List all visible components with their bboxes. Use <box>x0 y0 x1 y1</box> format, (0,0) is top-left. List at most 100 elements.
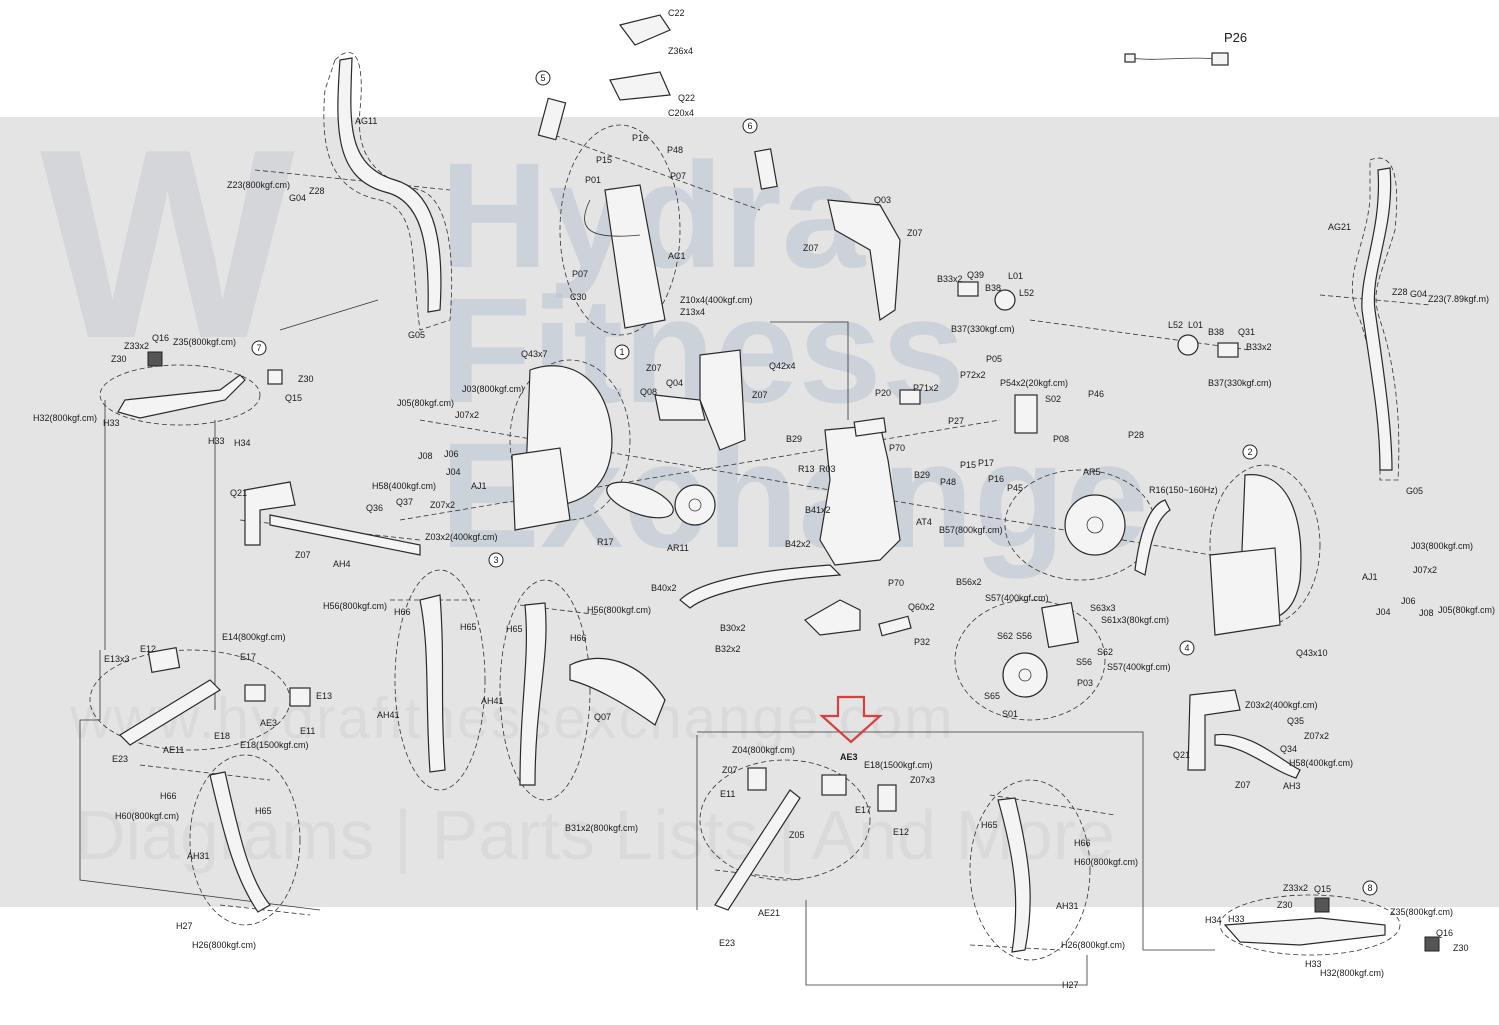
part-label-h33ra: H33 <box>1228 914 1245 924</box>
part-label-c30: C30 <box>570 292 587 302</box>
part-label-j05r: J05(80kgf.cm) <box>1438 605 1495 615</box>
part-label-p70a: P70 <box>889 443 905 453</box>
part-label-z07r2: Z07 <box>1235 780 1251 790</box>
part-label-j04r: J04 <box>1376 607 1391 617</box>
part-label-h65c: H65 <box>255 806 272 816</box>
arm-cover-q21-right <box>1187 689 1241 771</box>
rear-shroud-q07 <box>569 657 666 726</box>
part-label-ah3: AH3 <box>1283 781 1301 791</box>
leg-ah41-right <box>519 602 547 786</box>
hub-ae3-left <box>244 684 266 702</box>
part-label-q42: Q42x4 <box>769 361 796 371</box>
part-label-z35l: Z35(800kgf.cm) <box>173 337 236 347</box>
part-label-g05r: G05 <box>1406 486 1423 496</box>
part-label-r13: R13 <box>798 464 815 474</box>
console-q22 <box>609 71 671 101</box>
part-label-q31: Q31 <box>1238 327 1255 337</box>
handlebar-ag11 <box>337 57 442 313</box>
part-label-b38a: B38 <box>985 283 1001 293</box>
part-label-s62a: S62 <box>997 631 1013 641</box>
side-cover-4 <box>1209 547 1281 636</box>
hub-ae3-right <box>821 774 847 796</box>
magnet-bracket <box>1041 602 1079 648</box>
callout-circle <box>614 344 630 360</box>
part-label-b33b: B33x2 <box>1246 342 1272 352</box>
part-label-z07b: Z07 <box>907 228 923 238</box>
part-label-q34: Q34 <box>1280 744 1297 754</box>
callout-c7: 7 <box>251 340 267 356</box>
part-label-h33rb: H33 <box>1305 959 1322 969</box>
part-label-p15: P15 <box>596 155 612 165</box>
callout-c5: 5 <box>535 70 551 86</box>
part-label-h32r: H32(800kgf.cm) <box>1320 968 1384 978</box>
part-label-p54: P54x2(20kgf.cm) <box>1000 378 1068 388</box>
part-label-p15b: P15 <box>960 460 976 470</box>
part-label-z36: Z36x4 <box>668 46 693 56</box>
part-label-q43b: Q43x10 <box>1296 648 1328 658</box>
part-label-ac1: AC1 <box>668 251 686 261</box>
grip-right <box>754 148 778 190</box>
part-label-s63: S63x3 <box>1090 603 1116 613</box>
handlebar-ag21 <box>1361 167 1393 471</box>
part-label-l52a: L52 <box>1019 288 1034 298</box>
part-label-z30la: Z30 <box>111 354 127 364</box>
part-label-l01a: L01 <box>1008 271 1023 281</box>
callout-circle <box>742 118 758 134</box>
part-label-p72: P72x2 <box>960 370 986 380</box>
power-plug-p26 <box>1211 52 1229 66</box>
cover-e12-right <box>877 784 897 812</box>
part-label-l52b: L52 <box>1168 320 1183 330</box>
part-label-e18a: E18 <box>214 731 230 741</box>
callout-number: 7 <box>256 343 261 353</box>
part-label-ae21: AE21 <box>758 908 780 918</box>
wheel-l01-right <box>1177 334 1199 356</box>
part-label-z07g: Z07 <box>722 765 738 775</box>
part-label-q60: Q60x2 <box>908 602 935 612</box>
part-label-ae3b: AE3 <box>840 752 858 762</box>
part-label-z35r: Z35(800kgf.cm) <box>1390 907 1453 917</box>
belt-r16 <box>1134 499 1171 576</box>
part-label-b56: B56x2 <box>956 577 982 587</box>
part-label-j08r: J08 <box>1419 608 1434 618</box>
callout-circle <box>1179 640 1195 656</box>
part-label-h58r: H58(400kgf.cm) <box>1289 758 1353 768</box>
shroud-q04 <box>699 349 746 451</box>
part-label-b57l: B57(800kgf.cm) <box>939 525 1003 535</box>
part-label-z07x3: Z07x3 <box>910 775 935 785</box>
end-cap-q31 <box>1217 342 1239 358</box>
part-label-r03: R03 <box>819 464 836 474</box>
part-label-b37a: B37(330kgf.cm) <box>951 324 1015 334</box>
callout-number: 5 <box>540 73 545 83</box>
part-label-z07a: Z07 <box>803 243 819 253</box>
linkage-ae21 <box>714 789 801 911</box>
part-label-h27b: H27 <box>1062 980 1079 990</box>
linkage-ae11 <box>119 679 221 746</box>
part-label-z23l: Z23(800kgf.cm) <box>227 180 290 190</box>
part-label-z28r: Z28 <box>1392 287 1408 297</box>
part-label-h66a: H66 <box>394 607 411 617</box>
part-label-ah31b: AH31 <box>1056 901 1079 911</box>
part-label-l01b: L01 <box>1188 320 1203 330</box>
part-label-s02: S02 <box>1045 394 1061 404</box>
part-label-z28l: Z28 <box>309 186 325 196</box>
part-label-q15r: Q15 <box>1314 884 1331 894</box>
part-labels: C22Z36x4Q22C20x4P26AG11Z23(800kgf.cm)Z28… <box>33 8 1495 990</box>
callout-circle <box>251 340 267 356</box>
part-label-j06l: J06 <box>444 449 459 459</box>
part-label-b30: B30x2 <box>720 623 746 633</box>
watermark-url: www.hydrafitnessexchange.com <box>70 686 955 751</box>
part-label-e18b: E18(1500kgf.cm) <box>240 740 309 750</box>
arm-ah4 <box>269 514 421 556</box>
part-label-b29a: B29 <box>786 434 802 444</box>
part-label-j06r: J06 <box>1401 596 1416 606</box>
part-label-h66c: H66 <box>160 791 177 801</box>
part-label-s62b: S62 <box>1097 647 1113 657</box>
part-label-g05l: G05 <box>408 330 425 340</box>
part-label-p03: P03 <box>1077 678 1093 688</box>
callout-number: 2 <box>1247 447 1252 457</box>
part-label-e18c: E18(1500kgf.cm) <box>864 760 933 770</box>
part-label-p27: P27 <box>948 416 964 426</box>
callout-number: 3 <box>493 555 498 565</box>
part-label-z30rb: Z30 <box>1453 943 1469 953</box>
